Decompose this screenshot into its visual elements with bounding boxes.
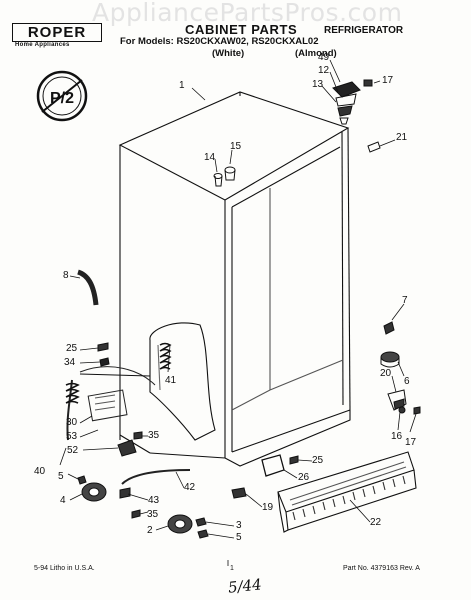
print-date: 5-94 Litho in U.S.A. [34,565,95,572]
part-41-spring [159,342,172,370]
callout-25-left: 25 [66,343,78,354]
callout-20: 20 [380,368,392,379]
callout-34: 34 [64,357,76,368]
callout-41: 41 [165,375,177,386]
right-leveler [380,321,400,368]
callout-15: 15 [230,141,242,152]
page-title-suffix: REFRIGERATOR [324,25,404,36]
callout-42: 42 [184,482,196,493]
screws-25-34 [97,342,110,367]
part-35-screw [133,431,143,440]
callout-53: 53 [66,431,78,442]
part-42-tube [121,469,191,485]
wire-harness [65,366,156,441]
leader-lines [59,59,417,539]
callout-13: 13 [312,79,324,90]
callout-8: 8 [63,270,69,281]
callout-26: 26 [298,472,310,483]
callout-21: 21 [396,132,408,143]
stamp-text: P/2 [50,90,74,107]
color-almond: (Almond) [295,48,337,59]
callout-49: 49 [318,52,330,63]
callout-25-right: 25 [312,455,324,466]
callout-35-lower: 35 [147,509,159,520]
callout-6: 6 [404,376,410,387]
stamp-seal: P/2 [36,70,88,122]
part-number: Part No. 4379163 Rev. A [343,565,420,572]
callout-3: 3 [236,520,242,531]
callout-17-right: 17 [405,437,417,448]
callout-5-upper: 5 [58,471,64,482]
part-26-bracket [261,454,285,477]
callout-4: 4 [60,495,66,506]
part-22-grille [277,451,417,533]
color-white: (White) [212,48,245,59]
callout-2: 2 [147,525,153,536]
callout-35-upper: 35 [148,430,160,441]
callout-19: 19 [262,502,274,513]
callout-12: 12 [318,65,330,76]
part-21 [367,141,381,153]
watermark: AppliancePartsPros.com [92,0,403,27]
part-19 [231,487,247,499]
models-line: For Models: RS20CKXAW02, RS20CKXAL02 [120,36,319,47]
rear-roller [131,509,209,539]
brand-subtitle: Home Appliances [15,42,70,48]
callout-16: 16 [391,431,403,442]
callout-1: 1 [179,80,185,91]
front-left-roller [77,475,107,502]
callout-40: 40 [34,466,46,477]
right-bottom-hinge [387,389,421,415]
part-14-15 [213,166,236,187]
part-43 [119,487,131,499]
handwritten-note: 5/44 [227,575,263,597]
cabinet [118,91,351,467]
callout-14: 14 [204,152,216,163]
callout-22: 22 [370,517,382,528]
callout-5-lower: 5 [236,532,242,543]
brand-logo: ROPER [12,23,102,42]
part-8-tube [77,269,99,306]
callout-43: 43 [148,495,160,506]
page-number: 1 [230,565,234,572]
callout-7: 7 [402,295,408,306]
top-hinge-assembly [332,79,373,125]
callout-30: 30 [66,417,78,428]
callout-52: 52 [67,445,79,456]
callout-17-top: 17 [382,75,394,86]
part-25-screw [289,455,299,465]
page-title: CABINET PARTS [185,22,298,37]
part-52-bracket [117,439,137,457]
